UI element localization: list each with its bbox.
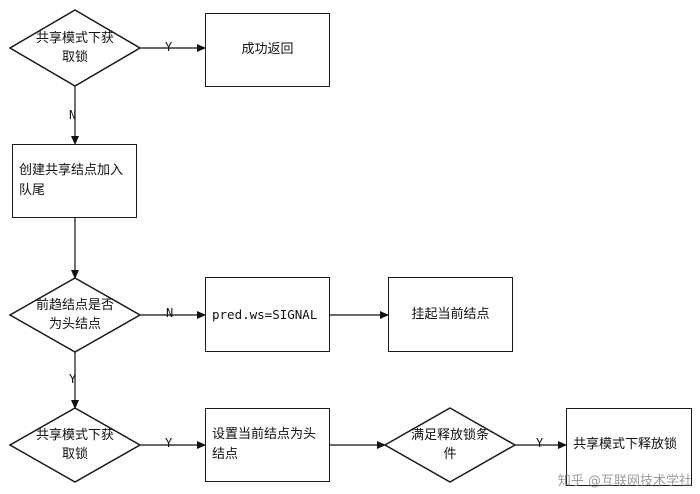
edge-label-yes-4: Y bbox=[536, 436, 544, 450]
box-create-shared-node: 创建共享结点加入 队尾 bbox=[12, 144, 137, 218]
box-park-current-node-label: 挂起当前结点 bbox=[411, 306, 490, 322]
box-park-current-node: 挂起当前结点 bbox=[388, 277, 513, 352]
edge-label-no-2: N bbox=[166, 306, 174, 320]
box-success-return: 成功返回 bbox=[205, 13, 330, 87]
box-set-head-node-label: 设置当前结点为头 结点 bbox=[212, 427, 317, 462]
box-set-head-node: 设置当前结点为头 结点 bbox=[205, 408, 330, 482]
box-success-return-label: 成功返回 bbox=[241, 42, 294, 57]
box-release-shared-lock: 共享模式下释放锁 bbox=[566, 408, 692, 486]
edge-label-yes-3: Y bbox=[165, 436, 173, 450]
decision-acquire-lock-2-text: 共享模式下获 取锁 bbox=[35, 428, 114, 462]
box-release-shared-lock-label: 共享模式下释放锁 bbox=[573, 437, 678, 452]
decision-predecessor-head-text: 前趋结点是否 为头结点 bbox=[35, 298, 114, 332]
decision-diamond-3 bbox=[8, 407, 142, 483]
box-create-shared-node-label: 创建共享结点加入 队尾 bbox=[19, 163, 124, 198]
watermark: 知乎 @互联网技术学社 bbox=[557, 474, 692, 489]
decision-diamond-4 bbox=[383, 407, 517, 483]
edge-label-yes-2: Y bbox=[69, 372, 77, 386]
decision-acquire-lock-text: 共享模式下获 取锁 bbox=[35, 31, 114, 65]
box-pred-ws-signal-label: pred.ws=SIGNAL bbox=[212, 306, 318, 322]
edge-label-yes-1: Y bbox=[165, 40, 173, 54]
decision-release-condition-text: 满足释放锁条 件 bbox=[410, 428, 489, 462]
box-pred-ws-signal: pred.ws=SIGNAL bbox=[205, 277, 330, 352]
edge-label-no-1: N bbox=[69, 108, 77, 122]
